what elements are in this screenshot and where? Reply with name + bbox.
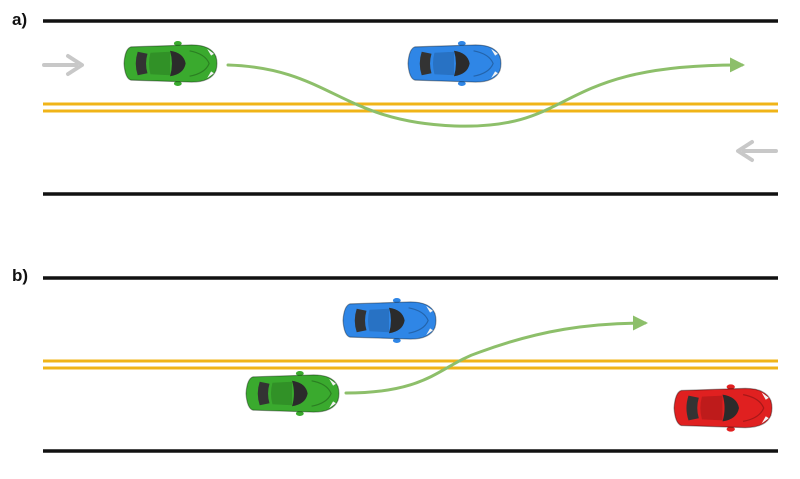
direction-arrow-left-icon	[736, 140, 778, 162]
car-icon-blue-a	[408, 41, 501, 86]
trajectory-b	[344, 315, 648, 395]
panel-a-label: a)	[12, 10, 28, 29]
road-a	[43, 19, 778, 196]
car-icon-blue-b	[343, 298, 436, 343]
trajectory-a	[226, 57, 745, 128]
panel-b-label: b)	[12, 266, 29, 285]
car-icon-green-a	[124, 41, 217, 86]
car-icon-green-b	[246, 371, 339, 416]
direction-arrow-right-icon	[42, 54, 84, 76]
road-b	[43, 276, 778, 453]
car-icon-red-b	[674, 384, 772, 431]
